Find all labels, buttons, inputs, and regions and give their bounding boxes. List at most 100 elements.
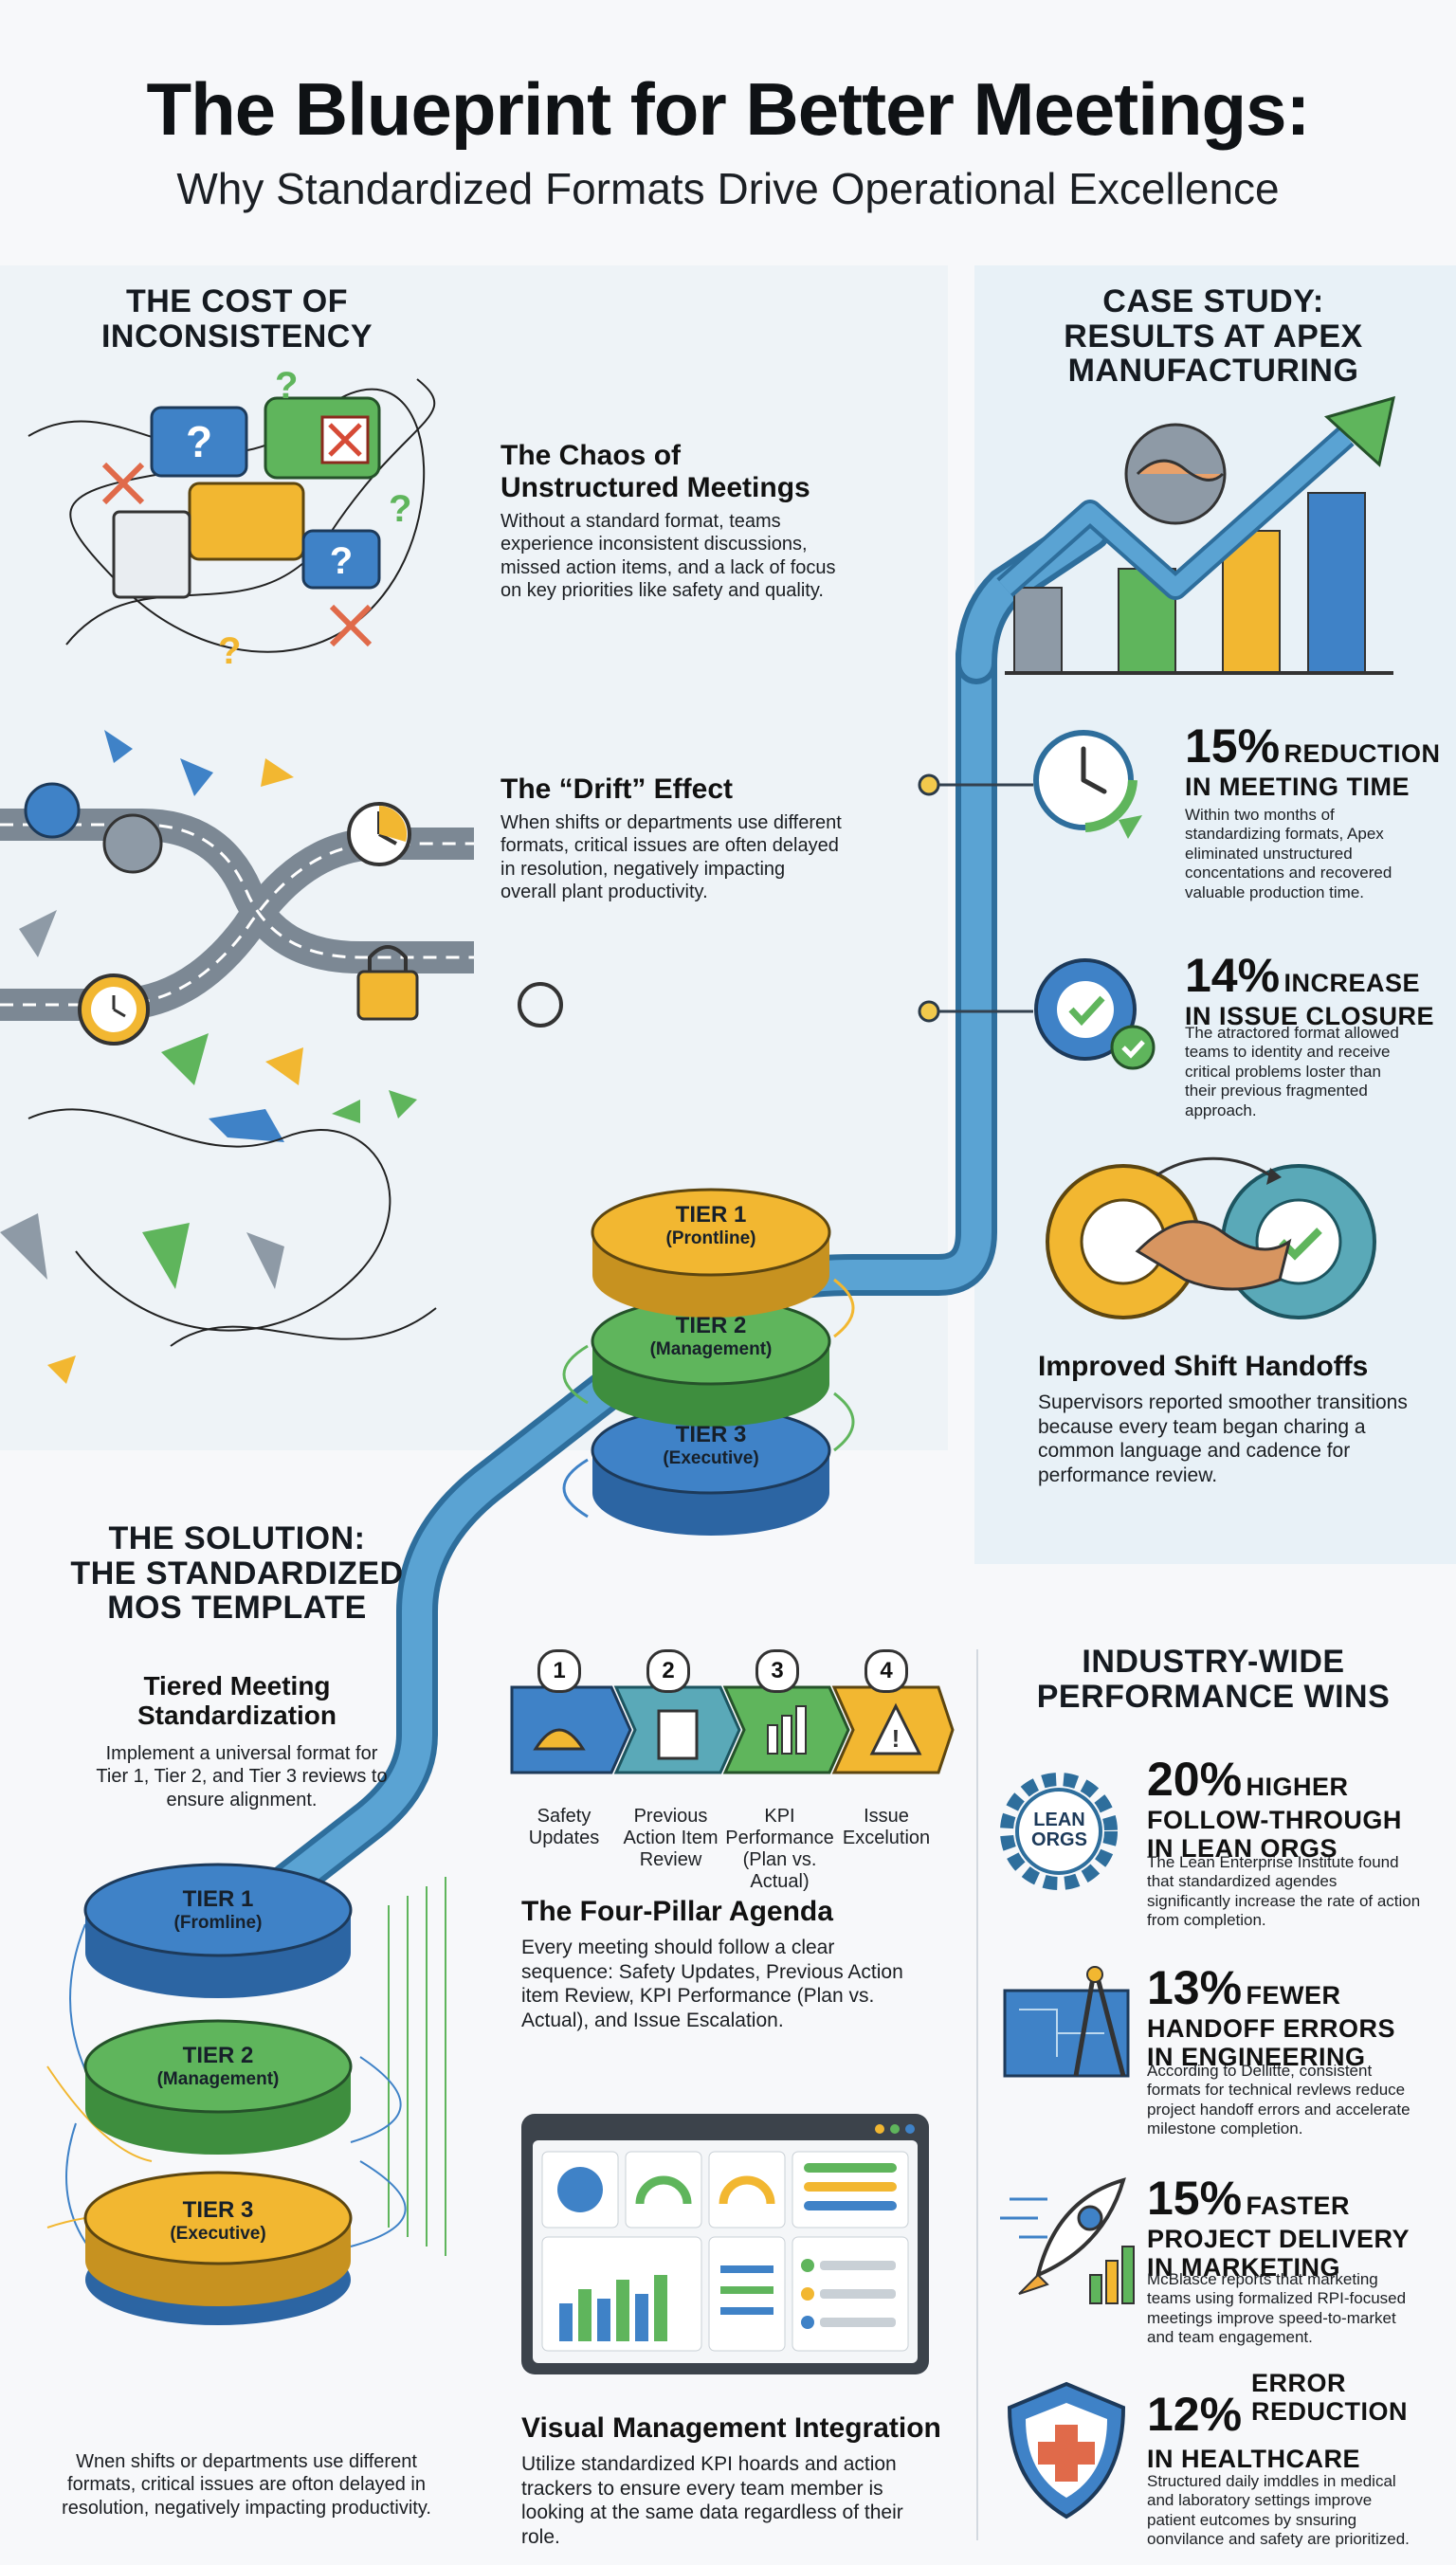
cost-heading: THE COST OF INCONSISTENCY xyxy=(57,284,417,354)
gear-icon xyxy=(518,982,563,1028)
w2-value: 13% xyxy=(1147,1961,1243,2014)
blueprint-compass-icon xyxy=(1003,1966,1130,2078)
case-study-heading-line1: CASE STUDY: xyxy=(1102,283,1324,319)
bottom-tier3-title: TIER 3 xyxy=(182,2197,254,2223)
drift-illustration xyxy=(0,730,563,1384)
page-title: The Blueprint for Better Meetings: xyxy=(146,67,1310,151)
page-subtitle: Why Standardized Formats Drive Operation… xyxy=(176,164,1280,213)
svg-text:?: ? xyxy=(330,540,353,582)
pillar-label-issue: Issue Excelution xyxy=(842,1806,931,1848)
agenda-body: Every meeting should follow a clear sequ… xyxy=(521,1937,903,2031)
svg-text:?: ? xyxy=(218,630,241,672)
tiered-body: Implement a universal format for Tier 1,… xyxy=(96,1743,388,1810)
lean-orgs-badge-icon: LEAN ORGS xyxy=(1000,1773,1119,1891)
stat2-body: The atractored format allowed teams to i… xyxy=(1185,1024,1399,1119)
chaos-title: The Chaos of Unstructured Meetings xyxy=(500,440,880,503)
gear-icon xyxy=(24,782,81,839)
mid-tier3-label: TIER 3 (Executive) xyxy=(592,1422,829,1468)
gauge-icon xyxy=(635,2175,692,2205)
bar-chart-icon xyxy=(767,1724,778,1755)
pillar-label-safety: Safety Updates xyxy=(528,1806,600,1848)
handoff-body: Supervisors reported smoother transition… xyxy=(1038,1392,1408,1486)
bottom-tier3-label: TIER 3 (Executive) xyxy=(85,2197,351,2244)
handoff-title: Improved Shift Handoffs xyxy=(1038,1351,1369,1382)
gears-handshake-icon xyxy=(1046,1156,1376,1319)
message-bubble-icon xyxy=(188,482,305,561)
stat1-line2: IN MEETING TIME xyxy=(1185,773,1410,801)
vertical-divider xyxy=(976,1649,978,2540)
chaos-title-line1: The Chaos of xyxy=(500,440,682,471)
w1-line3: IN LEAN ORGS xyxy=(1147,1833,1338,1863)
padlock-icon xyxy=(356,970,419,1021)
bottom-tier1-sub: (Fromline) xyxy=(173,1912,263,1933)
solution-heading: THE SOLUTION: THE STANDARDIZED MOS TEMPL… xyxy=(47,1521,427,1626)
w4-line3: IN HEALTHCARE xyxy=(1147,2445,1360,2473)
industry-heading-line1: INDUSTRY-WIDE xyxy=(1082,1644,1345,1680)
w3-value: 15% xyxy=(1147,2172,1243,2225)
connector-dot xyxy=(918,1000,940,1023)
drift-body: When shifts or departments use different… xyxy=(500,812,842,903)
cost-heading-line2: INCONSISTENCY xyxy=(100,318,373,355)
win-engineering: 13% FEWER HANDOFF ERRORS IN ENGINEERING xyxy=(1147,1960,1450,2071)
w2-word: FEWER xyxy=(1246,1981,1341,2010)
industry-heading: INDUSTRY-WIDE PERFORMANCE WINS xyxy=(1005,1645,1422,1714)
mid-tier2-title: TIER 2 xyxy=(675,1313,747,1338)
svg-text:!: ! xyxy=(892,1724,901,1753)
w2-line2: HANDOFF ERRORS xyxy=(1147,2014,1395,2043)
solution-footer-note: Wnen shifts or departments use different… xyxy=(62,2451,431,2519)
bottom-tier2-sub: (Management) xyxy=(156,2068,280,2089)
w3-body: McBlasce reports that marketing teams us… xyxy=(1147,2270,1407,2347)
w1-value: 20% xyxy=(1147,1753,1243,1806)
w4-value: 12% xyxy=(1147,2388,1243,2441)
w4-body: Structured daily imddles in medical and … xyxy=(1147,2472,1410,2549)
tiered-title-line2: Standardization xyxy=(136,1701,337,1731)
visual-mgmt-body: Utilize standardized KPI hoards and acti… xyxy=(521,2453,903,2548)
drift-title: The “Drift” Effect xyxy=(500,773,734,805)
checklist-icon xyxy=(112,510,191,599)
mid-tier1-title: TIER 1 xyxy=(675,1202,747,1228)
mid-tier3-title: TIER 3 xyxy=(675,1422,747,1447)
agenda-number-2: 2 xyxy=(646,1649,690,1693)
chaos-illustration: ? ? ? ? ? xyxy=(27,365,436,672)
bottom-tier2-label: TIER 2 (Management) xyxy=(85,2043,351,2089)
lean-orgs-badge-text: LEAN ORGS xyxy=(1000,1810,1119,1850)
tier-stack-bottom xyxy=(46,1863,446,2325)
solution-heading-line1: THE SOLUTION: xyxy=(108,1520,366,1556)
mid-tier1-sub: (Prontline) xyxy=(665,1228,756,1248)
kpi-dashboard-illustration xyxy=(521,2114,929,2374)
growth-chart-illustration xyxy=(996,395,1395,675)
bottom-tier1-title: TIER 1 xyxy=(182,1886,254,1912)
question-bubble-icon xyxy=(150,406,248,478)
tiered-title: Tiered Meeting Standardization xyxy=(76,1671,398,1731)
agenda-title: The Four-Pillar Agenda xyxy=(521,1896,833,1927)
tier-stack-middle xyxy=(562,1188,855,1536)
medical-shield-icon xyxy=(1007,2381,1126,2520)
tiered-title-line1: Tiered Meeting xyxy=(143,1671,331,1701)
svg-text:?: ? xyxy=(275,365,298,407)
connector-dot xyxy=(918,773,940,796)
bottom-tier2-title: TIER 2 xyxy=(182,2043,254,2068)
w1-word: HIGHER xyxy=(1246,1773,1349,1801)
mid-tier2-label: TIER 2 (Management) xyxy=(592,1313,829,1359)
stat1-body: Within two months of standardizing forma… xyxy=(1185,806,1392,901)
svg-text:?: ? xyxy=(389,488,411,530)
mid-tier3-sub: (Executive) xyxy=(663,1447,759,1468)
chaos-body: Without a standard format, teams experie… xyxy=(500,511,836,602)
x-mark-icon xyxy=(329,604,373,647)
agenda-number-3: 3 xyxy=(755,1649,799,1693)
w1-body: The Lean Enterprise Institute found that… xyxy=(1147,1853,1421,1930)
agenda-number-1: 1 xyxy=(537,1649,581,1693)
stat-increase-issue-closure: 14% INCREASE IN ISSUE CLOSURE xyxy=(1185,948,1450,1031)
w4-word2: REDUCTION xyxy=(1251,2397,1408,2426)
bottom-tier1-label: TIER 1 (Fromline) xyxy=(85,1886,351,1933)
stat1-word: REDUCTION xyxy=(1283,739,1441,768)
cost-heading-line1: THE COST OF xyxy=(125,283,349,319)
gear-icon xyxy=(102,813,163,874)
win-marketing: 15% FASTER PROJECT DELIVERY IN MARKETING xyxy=(1147,2171,1450,2282)
clipboard-icon xyxy=(657,1709,699,1760)
w3-line2: PROJECT DELIVERY xyxy=(1147,2225,1410,2253)
stat1-value: 15% xyxy=(1185,719,1281,773)
mid-tier1-label: TIER 1 (Prontline) xyxy=(592,1202,829,1248)
solution-heading-line2: THE STANDARDIZED xyxy=(70,1555,404,1592)
